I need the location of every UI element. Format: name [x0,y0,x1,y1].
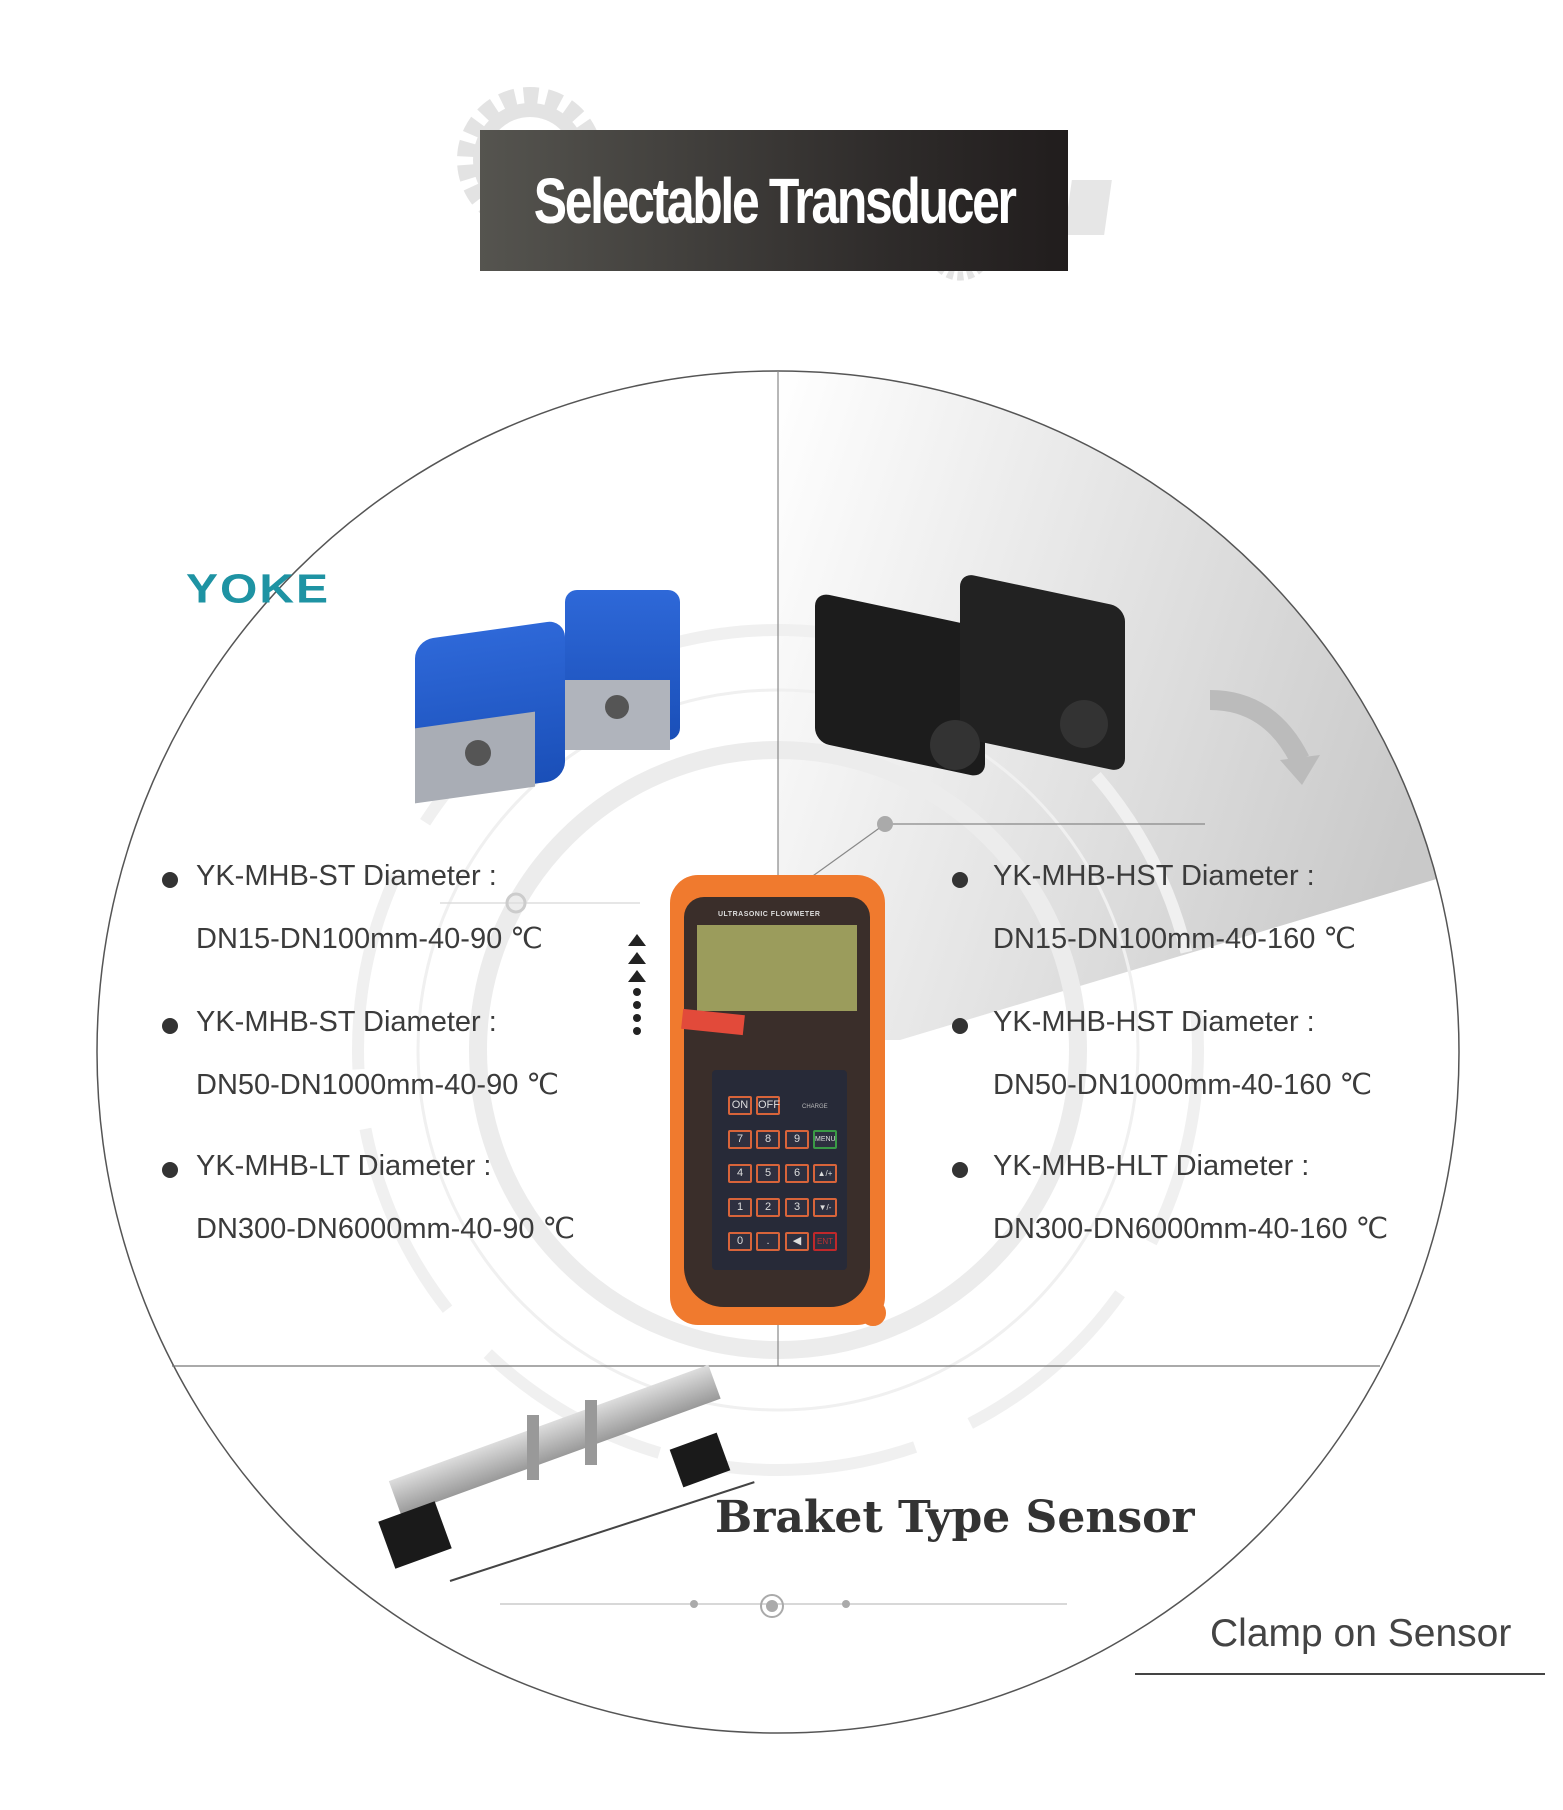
key-9[interactable]: 9 [785,1130,809,1149]
bullet-icon [952,872,968,888]
key-ent[interactable]: ENT [813,1232,837,1251]
spec-model: YK-MHB-HLT Diameter : [993,1150,1310,1182]
key-3[interactable]: 3 [785,1198,809,1217]
spec-model: YK-MHB-ST Diameter : [196,1006,497,1038]
bracket-sensor-label: Braket Type Sensor [715,1492,1195,1543]
spec-range: DN50-DN1000mm-40-90 ℃ [196,1069,559,1101]
key-on[interactable]: ON [728,1096,752,1115]
key-menu[interactable]: MENU [813,1130,837,1149]
key-0[interactable]: 0 [728,1232,752,1251]
bullet-icon [952,1018,968,1034]
arrow-dots-decoration [628,934,646,1035]
bullet-icon [162,1162,178,1178]
bullet-icon [162,1018,178,1034]
key-1[interactable]: 1 [728,1198,752,1217]
device-keypad: CHARGE ON OFF 7 8 9 MENU 4 5 6 ▲/+ 1 2 3… [712,1070,847,1270]
spec-model: YK-MHB-ST Diameter : [196,860,497,892]
blue-transducer-image [395,590,695,804]
spec-model: YK-MHB-HST Diameter : [993,860,1315,892]
bullet-icon [162,872,178,888]
spec-range: DN300-DN6000mm-40-160 ℃ [993,1213,1389,1245]
key-back[interactable]: ◀ [785,1232,809,1251]
title-banner: Selectable Transducer [480,130,1068,271]
key-up[interactable]: ▲/+ [813,1164,837,1183]
bracket-sensor-image [375,1364,755,1582]
key-down[interactable]: ▼/- [813,1198,837,1217]
clamp-sensor-label: Clamp on Sensor [1210,1612,1512,1655]
yoke-logo: YOKE [186,566,331,613]
bullet-icon [952,1162,968,1178]
key-8[interactable]: 8 [756,1130,780,1149]
key-7[interactable]: 7 [728,1130,752,1149]
charge-label: CHARGE [802,1104,828,1110]
spec-range: DN15-DN100mm-40-160 ℃ [993,923,1356,955]
key-2[interactable]: 2 [756,1198,780,1217]
device-label: ULTRASONIC FLOWMETER [718,911,821,918]
key-dot[interactable]: . [756,1232,780,1251]
key-6[interactable]: 6 [785,1164,809,1183]
spec-range: DN50-DN1000mm-40-160 ℃ [993,1069,1373,1101]
spec-range: DN300-DN6000mm-40-90 ℃ [196,1213,576,1245]
black-transducer-image [810,572,1140,790]
key-4[interactable]: 4 [728,1164,752,1183]
key-5[interactable]: 5 [756,1164,780,1183]
spec-model: YK-MHB-HST Diameter : [993,1006,1315,1038]
device-screen [697,925,857,1011]
page-title: Selectable Transducer [533,164,1017,237]
spec-range: DN15-DN100mm-40-90 ℃ [196,923,543,955]
flowmeter-device: ULTRASONIC FLOWMETER CHARGE ON OFF 7 8 9… [670,875,886,1326]
spec-model: YK-MHB-LT Diameter : [196,1150,492,1182]
key-off[interactable]: OFF [756,1096,780,1115]
